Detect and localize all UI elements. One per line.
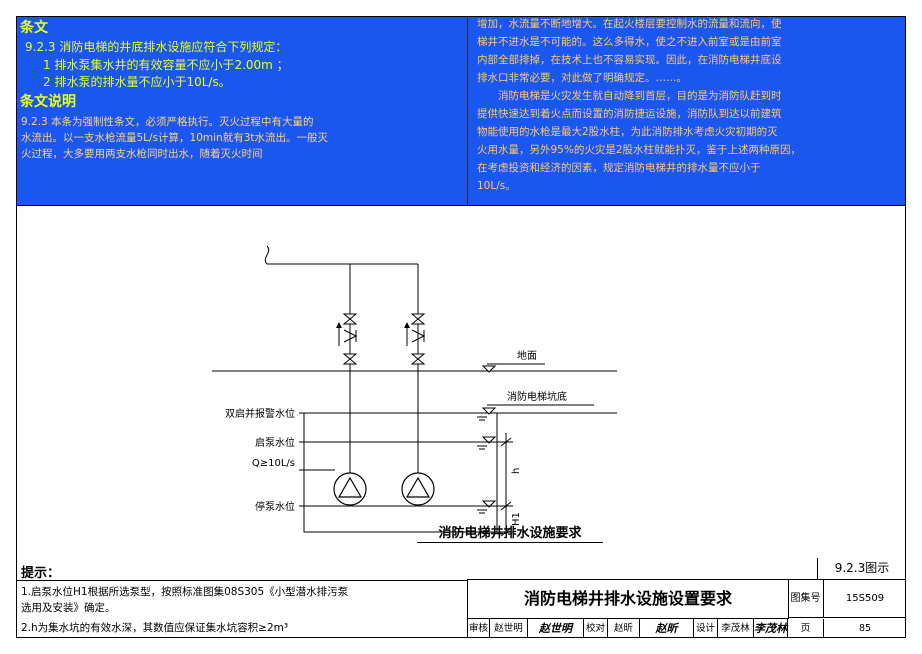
name-design: 李茂林 (718, 619, 754, 637)
signature-mark: 赵世明 (528, 619, 584, 637)
explanation-line: 9.2.3 本条为强制性条文，必须严格执行。灭火过程中有大量的 (21, 116, 314, 128)
elevator-pit-drainage-diagram: 地面 消防电梯坑底 双启并报警水位 启泵水位 Q≥10L/s 停泵水位 h H1 (212, 245, 617, 537)
level-marker-icon (481, 365, 497, 508)
gate-valve-icon (342, 313, 426, 365)
clause-heading: 条文 (20, 20, 48, 36)
clause-panel: 条文 9.2.3 消防电梯的井底排水设施应符合下列规定： 1 排水泵集水井的有效… (17, 17, 905, 206)
stop-level-label: 停泵水位 (255, 500, 295, 513)
page-label: 页 (788, 619, 824, 637)
clause-left-column: 条文 9.2.3 消防电梯的井底排水设施应符合下列规定： 1 排水泵集水井的有效… (17, 17, 468, 205)
clause-line: 2 排水泵的排水量不应小于10L/s。 (43, 75, 231, 89)
dimension-h-label: h (511, 468, 522, 474)
hint-note: 选用及安装》确定。 (21, 602, 116, 614)
title-block-title: 消防电梯井排水设施设置要求 (468, 580, 789, 619)
name-review: 赵世明 (490, 619, 528, 637)
clause-line: 9.2.3 消防电梯的井底排水设施应符合下列规定： (25, 40, 288, 54)
role-review: 审核 (468, 619, 490, 637)
explanation-line: 排水口非常必要，对此做了明确规定。……。 (477, 72, 687, 84)
signature-mark: 赵昕 (640, 619, 694, 637)
pipe-break-mark (264, 245, 270, 265)
atlas-number-label: 图集号 (788, 580, 824, 618)
explanation-line: 在考虑投资和经济的因素，规定消防电梯井的排水量不应小于 (477, 162, 761, 174)
signature-row: 审核 赵世明 赵世明 校对 赵昕 赵昕 设计 李茂林 李茂林 页 85 (468, 619, 905, 637)
page-number: 85 (858, 623, 872, 634)
ground-label: 地面 (517, 349, 537, 362)
explanation-line: 物能使用的水枪是最大2股水柱，为此消防排水考虑火灾初期的灭 (477, 126, 778, 138)
explanation-line: 水流出。以一支水枪流量5L/s计算，10min就有3t水流出。一般灭 (21, 132, 328, 144)
role-design: 设计 (694, 619, 718, 637)
hint-note: 2.h为集水坑的有效水深，其数值应保证集水坑容积≥2m³ (21, 622, 289, 634)
explanation-line: 火过程，大多要用两支水枪同时出水，随着灭火时间 (21, 148, 263, 160)
clause-line: 1 排水泵集水井的有效容量不应小于2.00m ； (43, 58, 289, 72)
explanation-heading: 条文说明 (20, 94, 76, 110)
explanation-line: 内部全部排掉，在技术上也不容易实现。因此，在消防电梯井底设 (477, 54, 782, 66)
start-level-label: 启泵水位 (255, 436, 295, 449)
title-block: 消防电梯井排水设施设置要求 图集号 15S509 审核 赵世明 赵世明 校对 赵… (467, 579, 905, 637)
explanation-line: 增加，水流量不断地增大。在起火楼层要控制水的流量和流向，使 (477, 18, 782, 30)
hint-note: 1.启泵水位H1根据所选泵型，按照标准图集08S305《小型潜水排污泵 (21, 586, 349, 598)
check-valve-icon (338, 328, 426, 346)
alarm-level-label: 双启并报警水位 (225, 407, 295, 420)
name-check: 赵昕 (608, 619, 640, 637)
hints-heading: 提示： (21, 566, 61, 581)
figure-number: 9.2.3图示 (817, 558, 905, 580)
drawing-sheet: 条文 9.2.3 消防电梯的井底排水设施应符合下列规定： 1 排水泵集水井的有效… (16, 16, 906, 638)
role-check: 校对 (584, 619, 608, 637)
pit-bottom-label: 消防电梯坑底 (507, 390, 567, 403)
explanation-line: 提供快速达到着火点而设置的消防捷运设施，消防队到达以前建筑 (477, 108, 782, 120)
atlas-number: 15S509 (824, 580, 905, 618)
submersible-pump-icon (333, 472, 435, 506)
signature-mark: 李茂林 (754, 619, 788, 637)
dimension-h1-label: H1 (511, 512, 522, 526)
diagram-caption: 消防电梯井排水设施要求 (417, 525, 603, 543)
explanation-line: 火用水量，另外95%的火灾是2股水柱就能扑灭，鉴于上述两种原因， (477, 144, 802, 156)
explanation-line: 10L/s。 (477, 180, 516, 192)
explanation-line: 消防电梯是火灾发生就自动降到首层，目的是为消防队赶到时 (477, 90, 782, 102)
hints-divider (17, 580, 467, 581)
explanation-line: 梯井不进水是不可能的。这么多得水，使之不进入前室或是由前室 (477, 36, 782, 48)
sump-pit-outline (303, 413, 498, 533)
flow-rate-label: Q≥10L/s (252, 458, 295, 469)
